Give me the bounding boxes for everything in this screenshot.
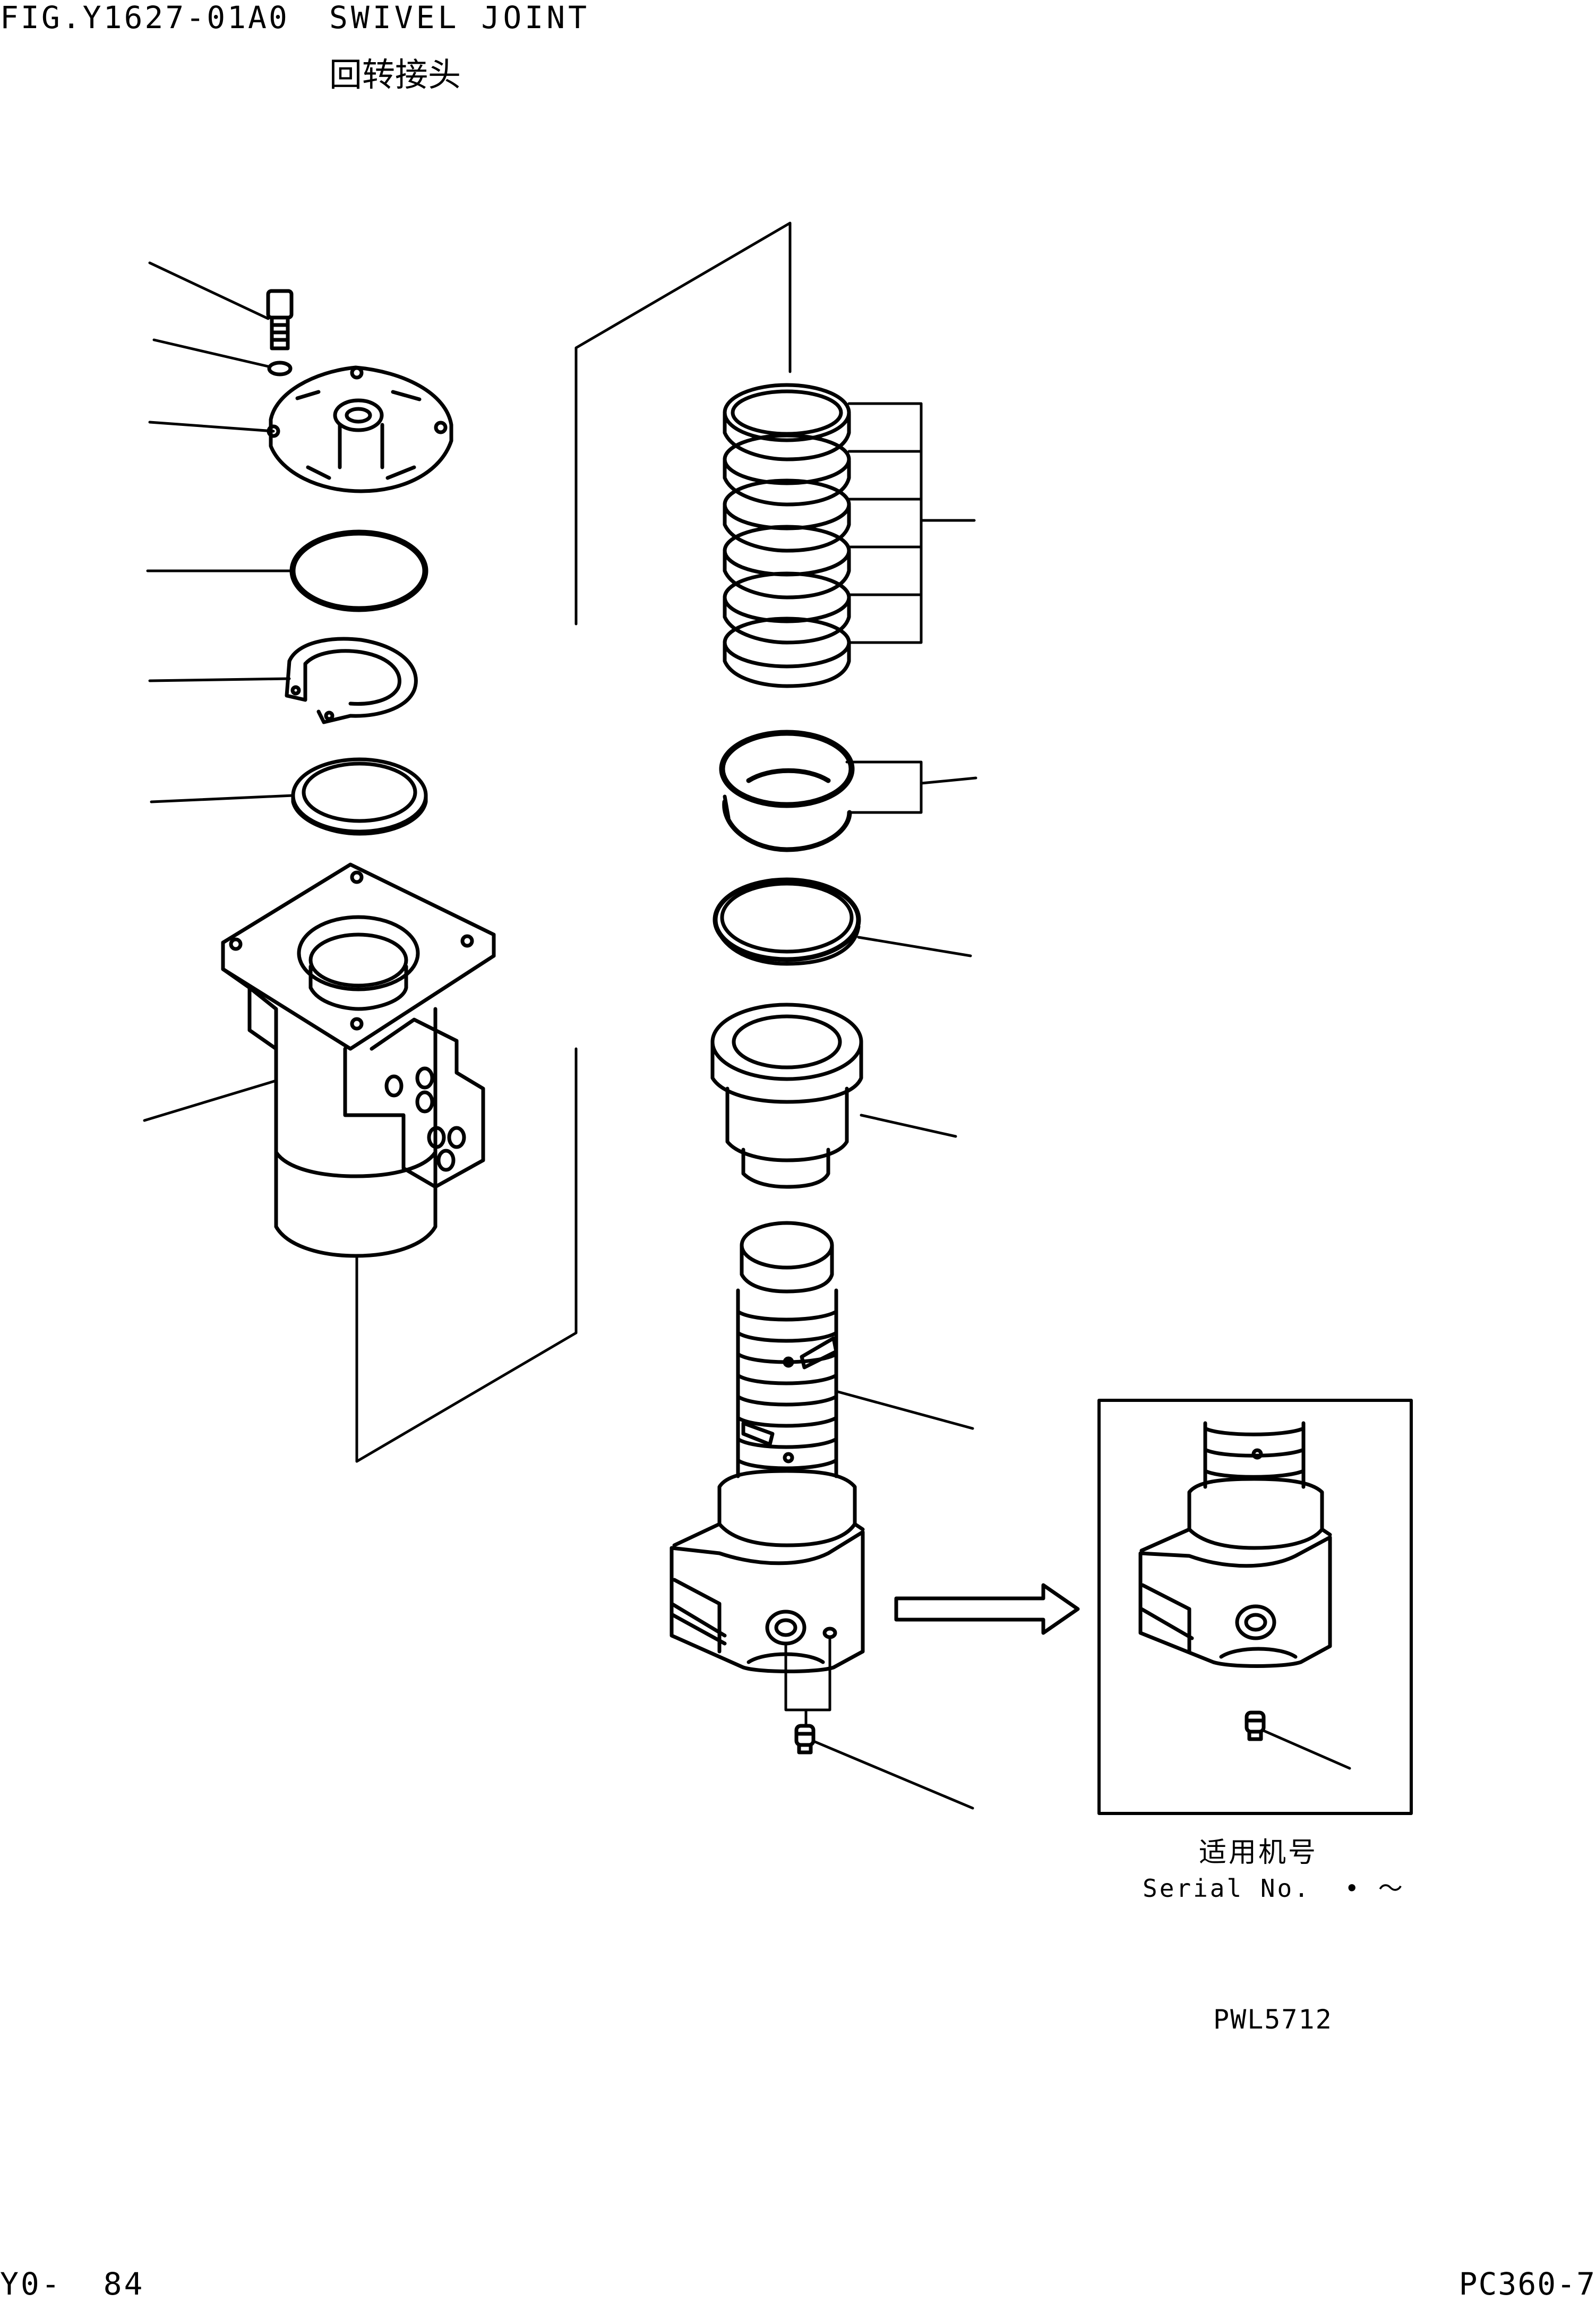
figure-title-en: SWIVEL JOINT: [329, 0, 590, 36]
inset-frame: [1097, 1399, 1413, 1815]
wide-ring-part: [713, 877, 861, 966]
page-number: Y0- 84: [0, 2266, 145, 2302]
arrow-icon: [894, 1583, 1080, 1635]
ring-with-backup-part: [719, 730, 855, 852]
snap-ring-part: [285, 637, 418, 724]
serial-label-en: Serial No. • ～: [1143, 1874, 1405, 1903]
inset-plug-part: [1245, 1710, 1266, 1741]
plug-part: [794, 1724, 816, 1755]
swivel-body-part: [221, 862, 496, 1258]
leader-lines: [143, 221, 1351, 1810]
bolt-part: [266, 289, 294, 350]
drawing-code: PWL5712: [1213, 2004, 1333, 2035]
rotor-shaft-part: [670, 1221, 865, 1673]
washer-part: [267, 361, 293, 376]
seal-ring-stack: [723, 383, 851, 688]
seal-ring-part: [291, 757, 428, 836]
inset-rotor-part: [1138, 1421, 1332, 1668]
serial-label-cn: 适用机号: [1199, 1837, 1318, 1869]
sleeve-part: [710, 1003, 863, 1189]
o-ring-part: [289, 529, 428, 612]
figure-title-cn: 回转接头: [329, 55, 461, 94]
figure-id: FIG.Y1627-01A0: [0, 0, 289, 36]
model-code: PC360-7: [1458, 2266, 1596, 2302]
cover-part: [267, 365, 453, 493]
